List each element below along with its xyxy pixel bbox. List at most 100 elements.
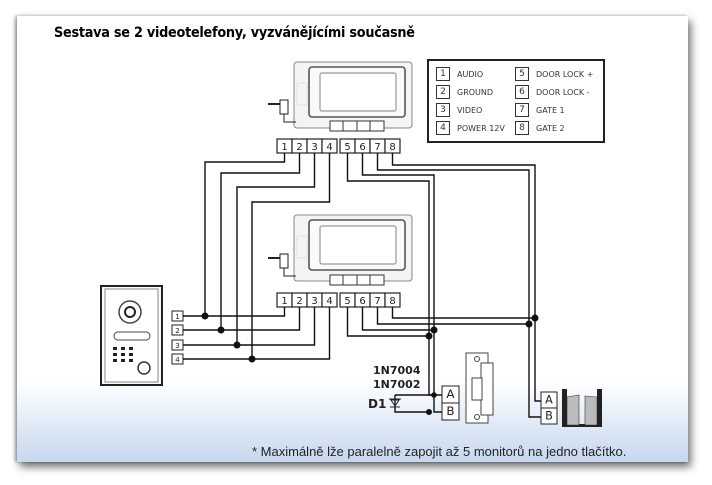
wire (361, 153, 442, 413)
junctions (201, 312, 539, 415)
wire (361, 307, 434, 331)
wire (251, 153, 331, 359)
monitor-buttons (329, 274, 385, 286)
junction-dot (201, 312, 209, 320)
terminal-1: 1 (276, 292, 293, 308)
lock-terminal-block: AB (441, 385, 460, 421)
terminal-label: 2 (296, 296, 302, 307)
terminal-B: B (540, 407, 558, 425)
terminal-label: 3 (311, 142, 317, 153)
wire (183, 307, 331, 360)
monitor-buttons (329, 120, 385, 132)
junction-dot (217, 326, 225, 334)
junction-dot (525, 320, 533, 328)
speaker-holes-icon (113, 347, 133, 362)
wire (183, 307, 316, 346)
diode-d1: 1N7004 1N7002 D1 (368, 364, 421, 411)
door-lock-icon (465, 352, 494, 424)
terminal-7: 7 (369, 292, 386, 308)
speaker-grille-icon (296, 82, 308, 106)
diagram-title: Sestava se 2 videotelefony, vyzvánějícím… (54, 25, 415, 41)
wire (236, 153, 316, 345)
terminal-3: 3 (306, 138, 323, 154)
terminal-label: 1 (281, 142, 287, 153)
terminal-5: 5 (339, 292, 356, 308)
terminal-7: 7 (369, 138, 386, 154)
door-station: 1 2 3 4 (100, 285, 184, 386)
terminal-1: 1 (171, 310, 184, 322)
call-button-icon (137, 361, 151, 375)
terminal-label: 6 (359, 142, 365, 153)
terminal-A: A (441, 385, 460, 404)
wire (183, 307, 301, 331)
junction-dot (430, 326, 438, 334)
wire (376, 307, 529, 325)
terminal-label: 4 (326, 296, 332, 307)
terminal-label: B (446, 404, 454, 418)
terminal-A: A (540, 391, 558, 409)
terminal-label: 3 (311, 296, 317, 307)
terminal-1: 1 (276, 138, 293, 154)
wire (220, 153, 301, 330)
terminal-label: 6 (359, 296, 365, 307)
junction-dot (431, 392, 437, 398)
power-adapter-icon (268, 253, 296, 277)
terminal-label: 2 (175, 327, 179, 335)
diode-type-1: 1N7004 (373, 364, 421, 377)
wire (391, 307, 535, 319)
power-adapter-icon (268, 99, 296, 123)
terminal-label: 2 (296, 142, 302, 153)
terminal-label: 5 (344, 142, 350, 153)
wire (376, 153, 541, 418)
junction-dot (425, 332, 433, 340)
junction-dot (531, 314, 539, 322)
terminal-label: 8 (389, 296, 395, 307)
gate-terminal-block: AB (540, 391, 558, 425)
terminal-8: 8 (384, 292, 401, 308)
terminal-6: 6 (354, 292, 371, 308)
door-station-terminal-block: 1 2 3 4 (171, 310, 184, 365)
terminal-4: 4 (321, 292, 338, 308)
gate-icon (562, 389, 602, 427)
name-plate (113, 331, 151, 341)
terminal-3: 3 (171, 339, 184, 351)
wire (183, 307, 286, 317)
wire (204, 153, 286, 316)
terminal-label: 4 (175, 356, 180, 364)
diode-label: D1 (368, 397, 386, 411)
wire (391, 153, 541, 402)
terminal-label: A (545, 394, 553, 407)
terminal-B: B (441, 402, 460, 421)
terminal-label: 7 (374, 142, 380, 153)
terminal-label: 1 (281, 296, 287, 307)
terminal-2: 2 (291, 292, 308, 308)
terminal-label: 3 (175, 342, 179, 350)
terminal-4: 4 (321, 138, 338, 154)
junction-dot (248, 355, 256, 363)
terminal-3: 3 (306, 292, 323, 308)
diode-symbol-icon (389, 398, 401, 408)
terminal-label: 1 (175, 313, 179, 321)
terminal-label: A (446, 387, 455, 401)
speaker-grille-icon (296, 235, 308, 259)
terminal-5: 5 (339, 138, 356, 154)
terminal-2: 2 (171, 324, 184, 336)
wire (394, 395, 429, 413)
footnote: * Maximálně lže paralelně zapojit až 5 m… (252, 444, 627, 459)
junction-dot (233, 341, 241, 349)
terminal-label: 8 (389, 142, 395, 153)
terminal-label: 7 (374, 296, 380, 307)
